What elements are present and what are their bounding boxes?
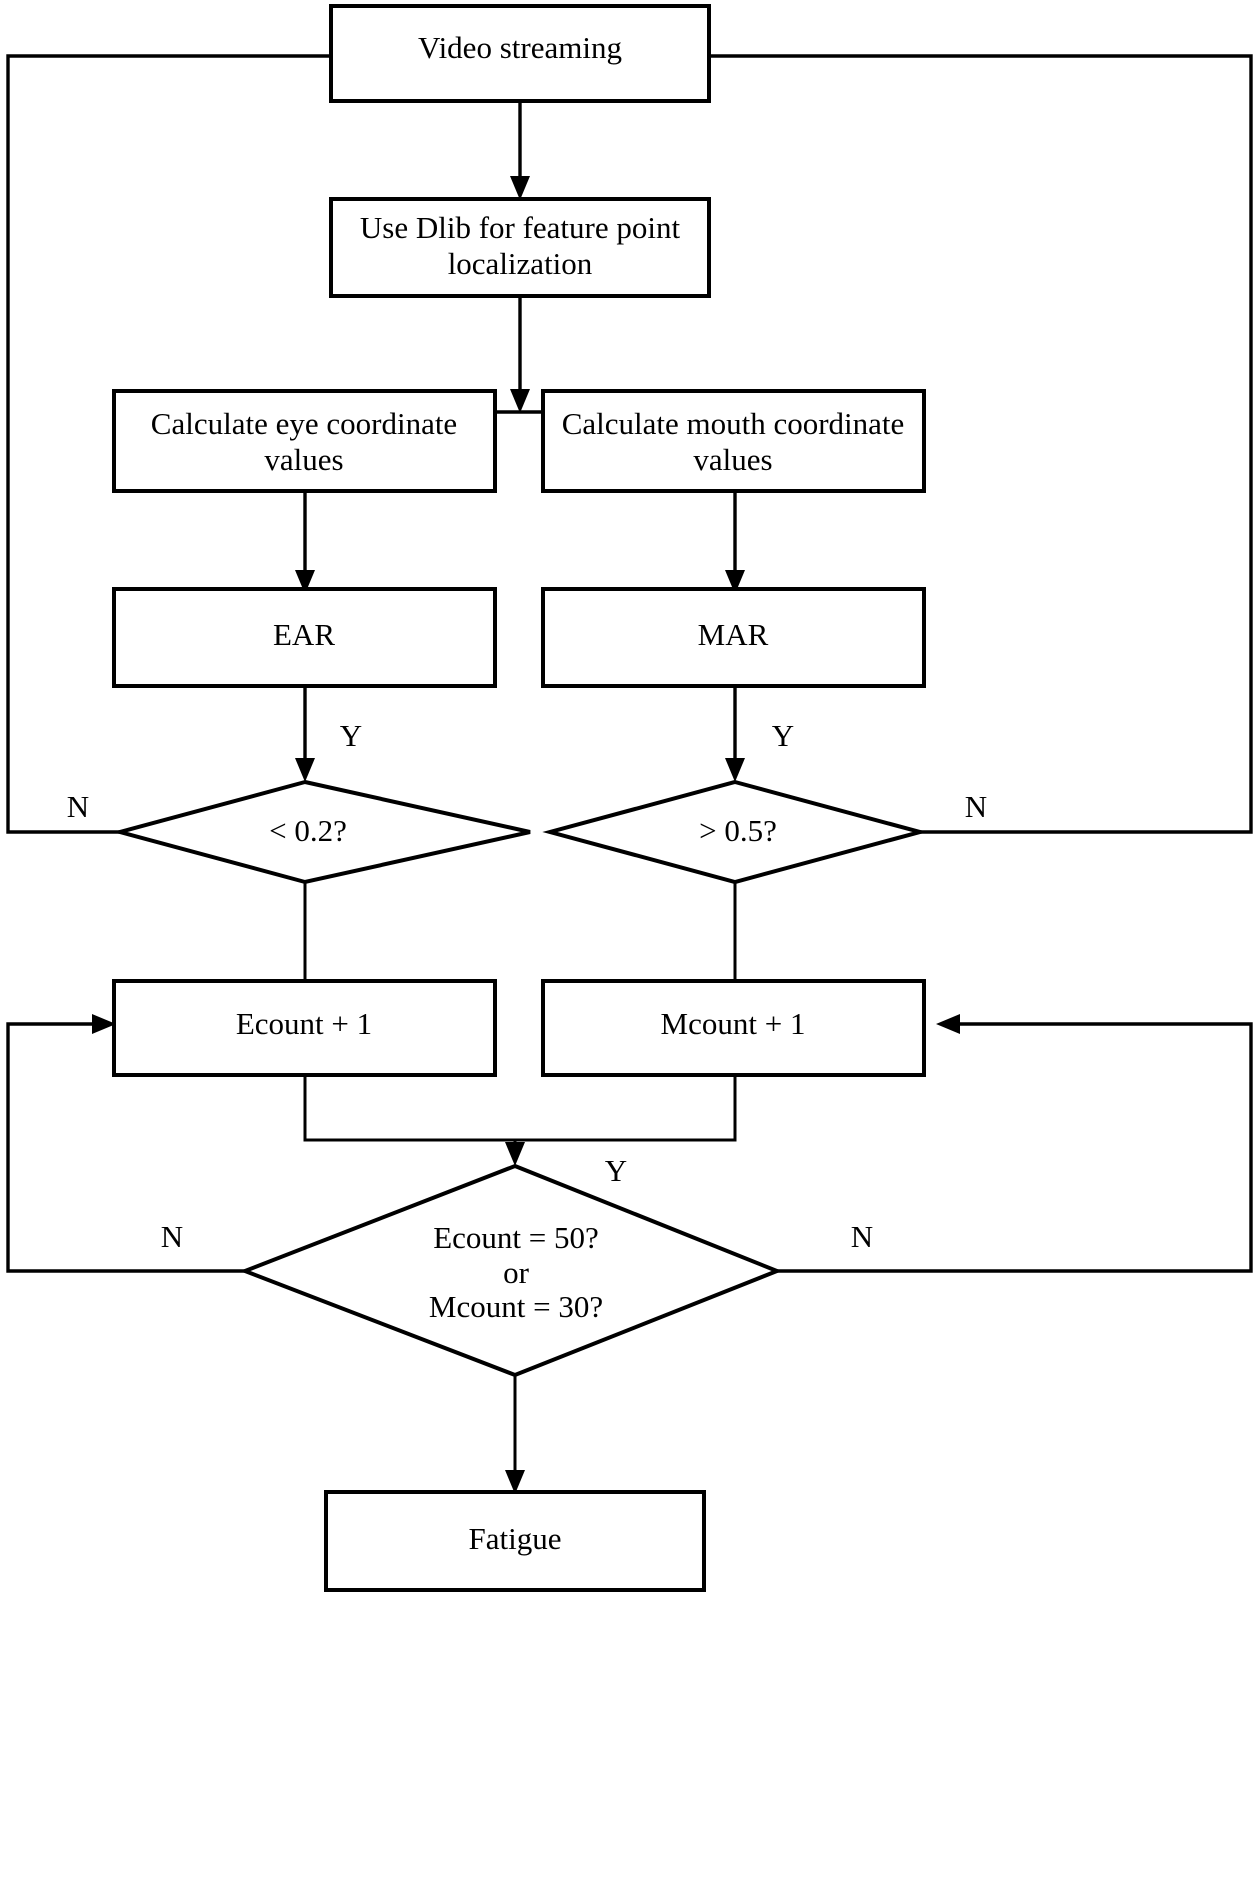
node-mcount-label: Mcount + 1 (661, 1006, 806, 1041)
connector-counts-merge-bar (303, 1075, 737, 1142)
connector-count-no-right-to-mcount (777, 1022, 1253, 1273)
edge-label-count-no-right: N (851, 1219, 873, 1254)
arrowhead-dlib-to-split (510, 389, 530, 413)
node-mar-decision-shape (542, 779, 928, 885)
node-dlib-shape (329, 197, 711, 298)
arrowhead-countdecision-to-fatigue (505, 1470, 525, 1494)
arrowhead-merge-to-countdecision (505, 1142, 525, 1166)
node-mar-shape (541, 587, 926, 688)
node-video-streaming-label: Video streaming (418, 30, 622, 65)
edge-label-ear-no: N (67, 789, 89, 824)
arrowhead-mouth-to-mar (725, 570, 745, 594)
node-fatigue-shape (324, 1490, 706, 1592)
node-dlib-label-line1: Use Dlib for feature point (360, 210, 681, 245)
node-eye-coordinate-shape (112, 389, 497, 493)
edge-label-mar-no: N (965, 789, 987, 824)
edge-label-count-no-left: N (161, 1219, 183, 1254)
connector-mar-no-to-video (709, 54, 1253, 834)
node-count-decision-shape (239, 1163, 783, 1378)
node-count-decision-label-line2: or (503, 1255, 530, 1290)
node-mouth-coordinate[interactable]: Calculate mouth coordinate values (541, 389, 926, 493)
node-video-streaming[interactable]: Video streaming (329, 4, 711, 103)
node-dlib[interactable]: Use Dlib for feature point localization (329, 197, 711, 298)
arrowhead-count-no-right-to-mcount (936, 1014, 960, 1034)
edge-label-mar-yes: Y (772, 718, 794, 753)
arrowhead-mar-to-decision (725, 758, 745, 782)
connector-ear-no-to-video (6, 54, 331, 834)
node-mar-decision-label: > 0.5? (699, 813, 777, 848)
node-mar-label: MAR (698, 617, 769, 652)
node-mouth-coordinate-label-line1: Calculate mouth coordinate (562, 406, 905, 441)
node-eye-coordinate-label-line1: Calculate eye coordinate (151, 406, 457, 441)
node-eye-coordinate[interactable]: Calculate eye coordinate values (112, 389, 497, 493)
node-count-decision-label-line3: Mcount = 30? (429, 1289, 603, 1324)
edge-label-ear-yes: Y (340, 718, 362, 753)
node-ear-label: EAR (273, 617, 335, 652)
connector-count-no-left-to-ecount (6, 1022, 245, 1273)
edge-label-count-yes: Y (605, 1153, 627, 1188)
arrowhead-count-no-left-to-ecount (92, 1014, 116, 1034)
node-ear-decision-shape (112, 779, 531, 885)
node-count-decision-label-line1: Ecount = 50? (433, 1220, 599, 1255)
node-eye-coordinate-label-line2: values (264, 442, 343, 477)
node-dlib-label-line2: localization (448, 246, 593, 281)
arrowhead-video-to-dlib (510, 176, 530, 200)
node-mar[interactable]: MAR (541, 587, 926, 688)
node-ecount-label: Ecount + 1 (236, 1006, 372, 1041)
arrowhead-eye-to-ear (295, 570, 315, 594)
node-video-streaming-shape (329, 4, 711, 103)
node-fatigue[interactable]: Fatigue (324, 1490, 706, 1592)
node-ear-decision-label: < 0.2? (269, 813, 347, 848)
node-mcount[interactable]: Mcount + 1 (541, 979, 926, 1077)
node-ecount-shape (112, 979, 497, 1077)
node-fatigue-label: Fatigue (469, 1521, 562, 1556)
node-ear-shape (112, 587, 497, 688)
node-ear-decision[interactable]: < 0.2? (112, 779, 531, 885)
node-mouth-coordinate-shape (541, 389, 926, 493)
node-mar-decision[interactable]: > 0.5? (542, 779, 928, 885)
node-count-decision[interactable]: Ecount = 50? or Mcount = 30? (239, 1163, 783, 1378)
node-ecount[interactable]: Ecount + 1 (112, 979, 497, 1077)
arrowhead-ear-to-decision (295, 758, 315, 782)
node-ear[interactable]: EAR (112, 587, 497, 688)
node-mcount-shape (541, 979, 926, 1077)
node-mouth-coordinate-label-line2: values (693, 442, 772, 477)
